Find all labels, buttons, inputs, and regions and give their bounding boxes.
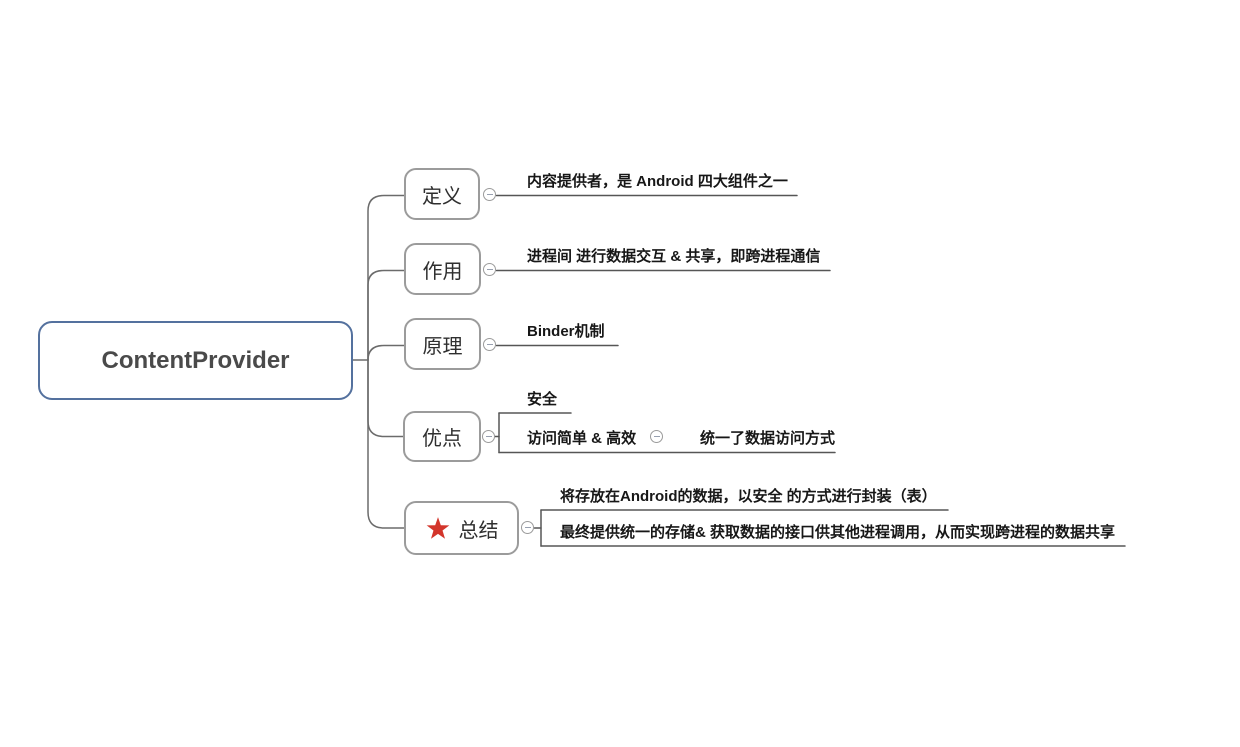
branch-topic-label: 总结	[458, 519, 499, 542]
collapse-icon-easy-access[interactable]	[650, 430, 663, 443]
branch-topic-label: 定义	[422, 185, 462, 208]
collapse-icon-principle[interactable]	[483, 338, 496, 351]
leaf-topic-unified-access[interactable]: 统一了数据访问方式	[700, 430, 836, 447]
branch-topic-summary[interactable]: 总结	[404, 501, 519, 555]
leaf-topic-easy-access[interactable]: 访问简单 & 高效	[527, 430, 637, 447]
branch-topic-label: 原理	[422, 335, 463, 358]
leaf-topic-function-text[interactable]: 进程间 进行数据交互 & 共享，即跨进程通信	[527, 248, 821, 265]
root-topic-contentprovider[interactable]: ContentProvider	[38, 321, 353, 400]
leaf-topic-principle-text[interactable]: Binder机制	[527, 323, 605, 340]
leaf-topic-summary-line1[interactable]: 将存放在Android的数据，以安全 的方式进行封装（表）	[560, 488, 937, 505]
branch-topic-principle[interactable]: 原理	[404, 318, 481, 370]
collapse-icon-definition[interactable]	[483, 188, 496, 201]
red-star-icon	[426, 517, 449, 539]
branch-topic-advantages[interactable]: 优点	[403, 411, 481, 462]
collapse-icon-advantages[interactable]	[482, 430, 495, 443]
branch-topic-label: 优点	[422, 428, 462, 450]
branch-topic-definition[interactable]: 定义	[404, 168, 480, 220]
branch-topic-function[interactable]: 作用	[404, 243, 481, 295]
collapse-icon-function[interactable]	[483, 263, 496, 276]
leaf-topic-definition-text[interactable]: 内容提供者，是 Android 四大组件之一	[527, 173, 788, 190]
collapse-icon-summary[interactable]	[521, 521, 534, 534]
leaf-topic-summary-line2[interactable]: 最终提供统一的存储& 获取数据的接口供其他进程调用，从而实现跨进程的数据共享	[560, 524, 1116, 541]
leaf-topic-safety[interactable]: 安全	[527, 391, 558, 408]
branch-topic-label: 作用	[422, 260, 463, 283]
